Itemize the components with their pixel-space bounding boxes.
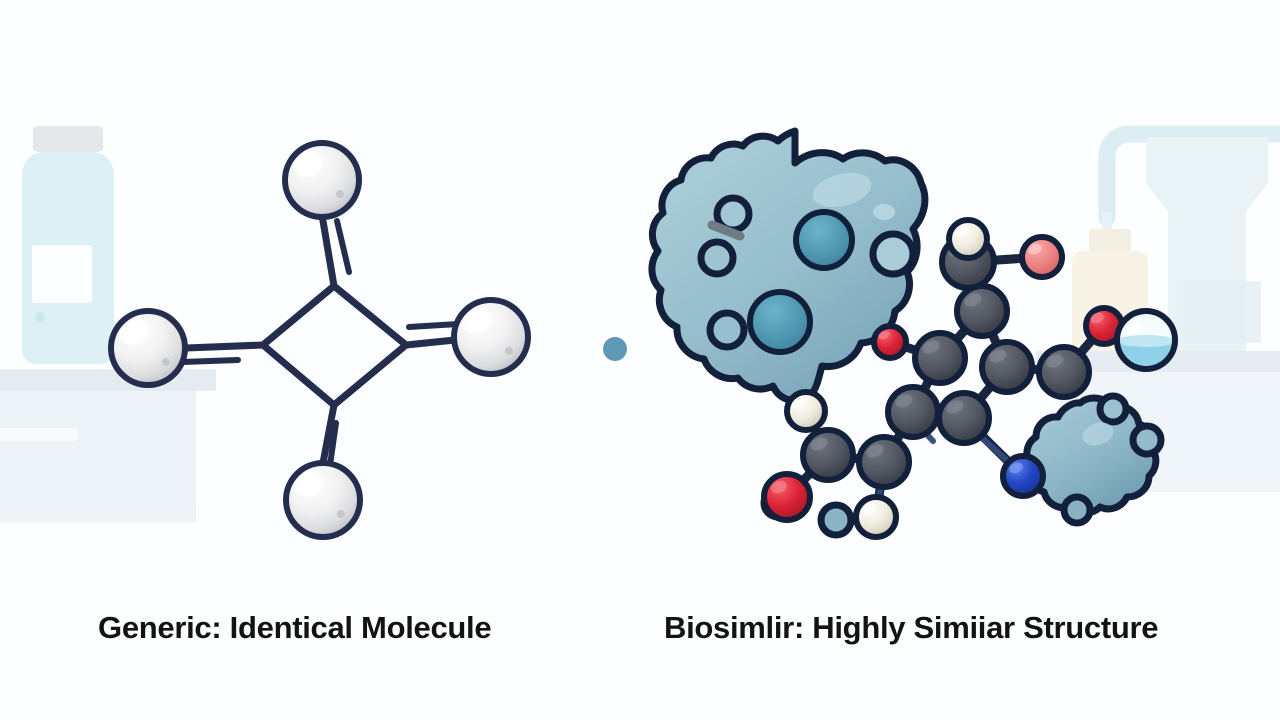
atom-left xyxy=(108,308,188,388)
atom-carbon xyxy=(800,427,856,483)
bench-block-left xyxy=(0,391,196,523)
biosimilar-biologic-molecule xyxy=(648,127,1165,540)
atom-hydrogen xyxy=(853,494,899,540)
right-molecule-atoms xyxy=(761,217,1125,540)
atom-hydrogen xyxy=(1019,234,1065,280)
protein-pocket xyxy=(793,209,855,271)
panel-label-biosimilar: Biosimlir: Highly Simiiar Structure xyxy=(664,610,1159,645)
left-molecule-bonds xyxy=(182,211,459,467)
generic-small-molecule xyxy=(108,140,531,540)
vertical-divider[interactable] xyxy=(603,157,627,518)
tube-drip xyxy=(1102,212,1112,240)
atom-bottom xyxy=(283,460,363,540)
atom-carbon xyxy=(936,390,992,446)
atom-oxygen xyxy=(871,323,909,361)
bench-highlight-left xyxy=(0,428,78,441)
atom-carbon xyxy=(856,434,912,490)
atom-carbon xyxy=(954,283,1010,339)
panel-label-generic: Generic: Identical Molecule xyxy=(98,610,492,645)
atom-carbon xyxy=(1036,344,1092,400)
atom-nitrogen xyxy=(1000,453,1046,499)
left-molecule-core xyxy=(259,282,410,409)
atom-top xyxy=(282,140,362,220)
protein-blob-small xyxy=(1023,392,1165,527)
protein-blob-large xyxy=(648,127,929,539)
atom-carbon xyxy=(979,339,1035,395)
liquid-circle-icon xyxy=(1114,308,1178,372)
tube-right-icon xyxy=(1098,125,1280,227)
left-molecule-atoms xyxy=(108,140,531,540)
glass-vial-left-icon xyxy=(22,126,114,364)
atom-oxygen xyxy=(761,471,813,523)
atom-hydrogen xyxy=(946,217,990,261)
atom-carbon xyxy=(912,330,968,386)
atom-carbon xyxy=(885,384,941,440)
divider-knob xyxy=(603,337,627,361)
protein-pocket xyxy=(747,289,813,355)
flask-right-icon xyxy=(1146,137,1268,379)
atom-right xyxy=(451,297,531,377)
bench-strip-left xyxy=(0,369,216,391)
atom-hydrogen xyxy=(784,389,828,433)
